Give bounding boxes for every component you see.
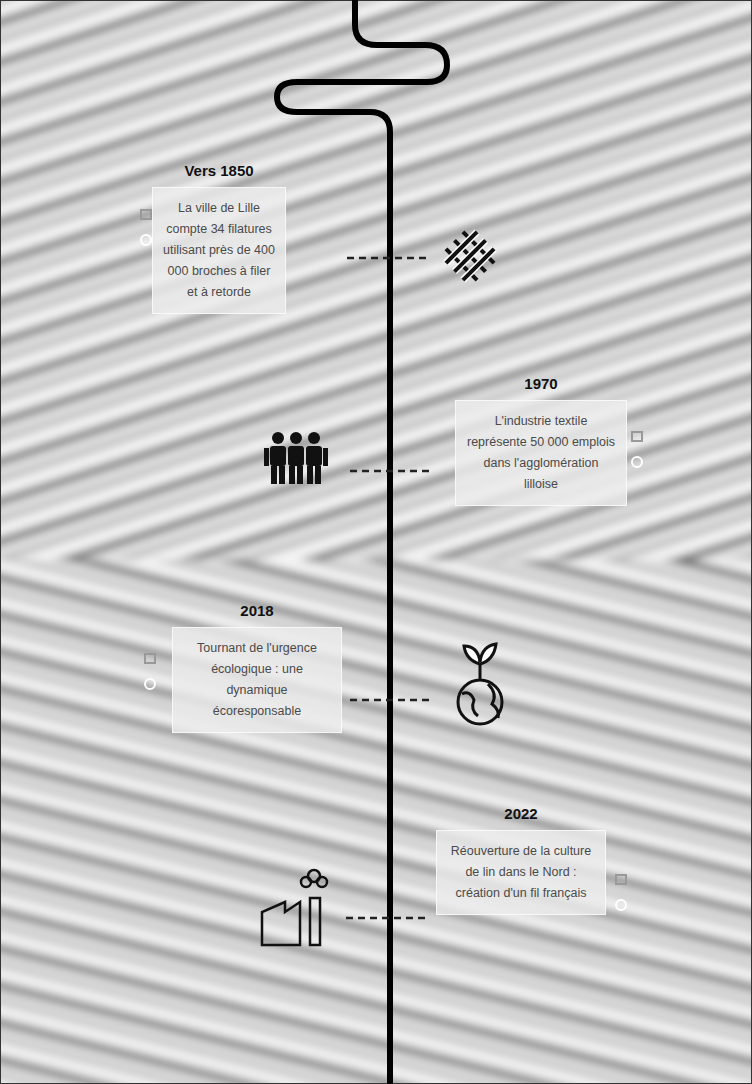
- event-date: 2022: [504, 805, 537, 822]
- event-date: Vers 1850: [184, 162, 253, 179]
- factory-icon: [262, 870, 327, 945]
- event-box: L'industrie textile représente 50 000 em…: [455, 400, 627, 506]
- workers-icon: [264, 432, 328, 484]
- event-box: Tournant de l'urgence écologique : une d…: [172, 627, 342, 733]
- globe-icon: [458, 644, 502, 724]
- small-icons: [141, 210, 642, 910]
- timeline-event: Vers 1850 La ville de Lille compte 34 fil…: [152, 162, 286, 314]
- event-text: L'industrie textile représente 50 000 em…: [466, 411, 616, 495]
- event-date: 1970: [524, 375, 557, 392]
- woven-icon: [436, 222, 504, 290]
- event-text: Tournant de l'urgence écologique : une d…: [183, 638, 331, 722]
- dash-leaders: [346, 258, 432, 918]
- timeline-event: 1970L'industrie textile représente 50 00…: [455, 375, 627, 506]
- event-box: Réouverture de la culture de lin dans le…: [436, 830, 606, 915]
- event-text: La ville de Lille compte 34 filatures ut…: [163, 198, 275, 303]
- event-date: 2018: [240, 602, 273, 619]
- event-text: Réouverture de la culture de lin dans le…: [447, 841, 595, 904]
- timeline-event: 2022Réouverture de la culture de lin dan…: [436, 805, 606, 915]
- event-box: La ville de Lille compte 34 filatures ut…: [152, 187, 286, 314]
- timeline-line: [277, 0, 447, 1084]
- timeline-event: 2018Tournant de l'urgence écologique : u…: [172, 602, 342, 733]
